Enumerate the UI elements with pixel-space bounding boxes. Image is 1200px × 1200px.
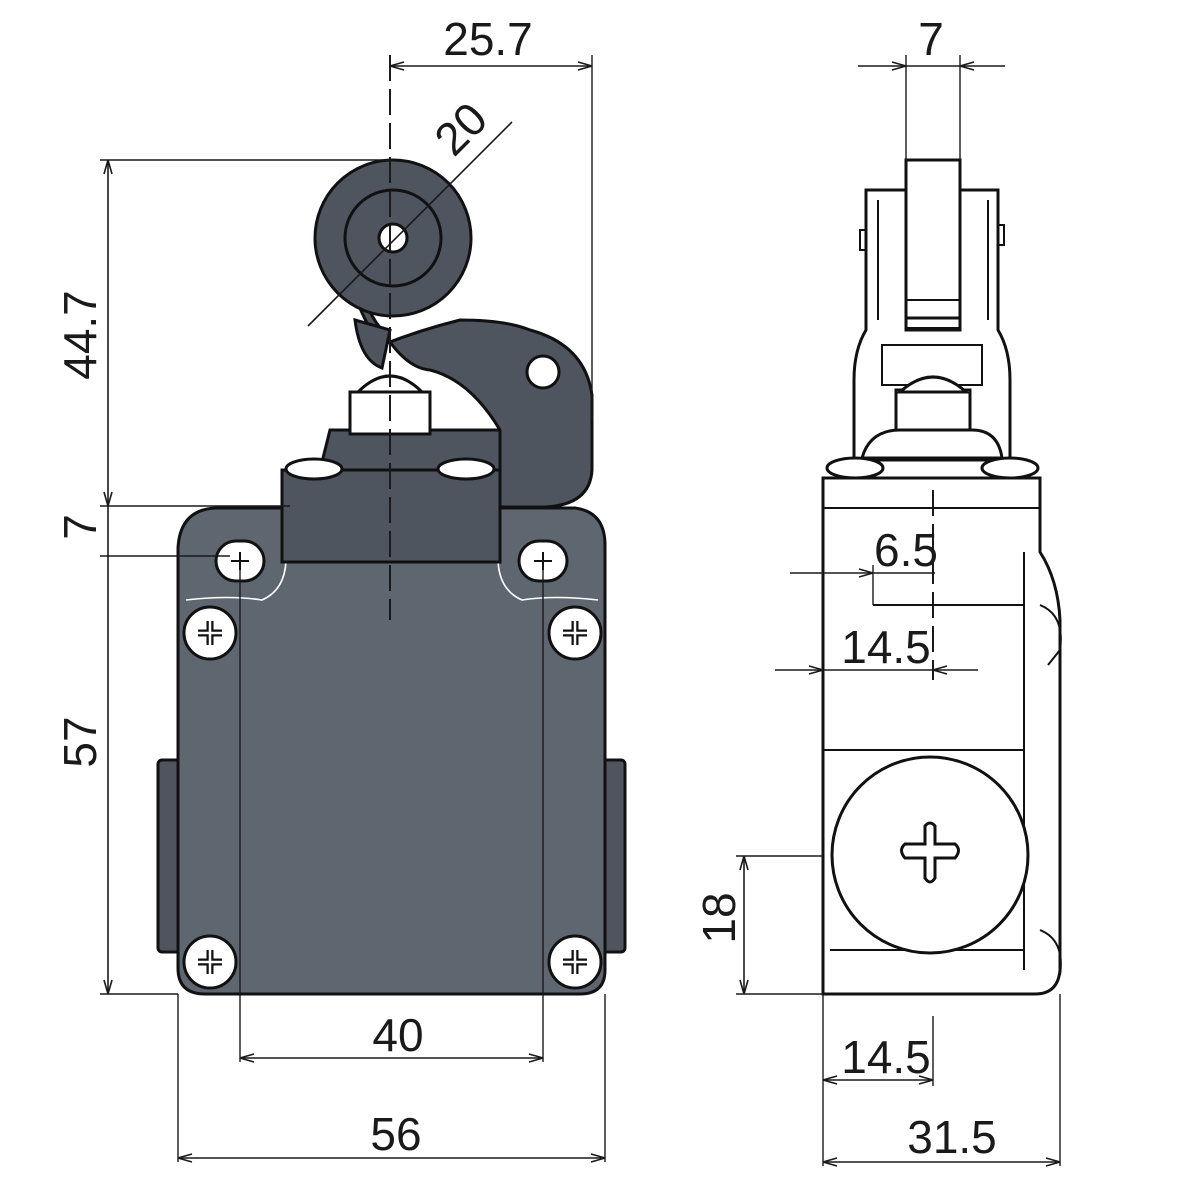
label-14-5-upper: 14.5 [841, 621, 931, 673]
dim-line-14-5-upper [775, 665, 978, 675]
cover-screw-top-left [182, 605, 238, 661]
cover-screw-bottom-left [182, 934, 238, 990]
label-40: 40 [372, 1009, 423, 1061]
side-head-base [860, 428, 1004, 460]
dim-line-6-5 [790, 568, 935, 578]
label-57: 57 [54, 716, 106, 767]
label-18: 18 [693, 892, 745, 943]
cover-screw-top-right [547, 605, 603, 661]
label-25-7: 25.7 [443, 13, 533, 65]
label-7-left: 7 [54, 514, 106, 540]
dim-line-25-7 [389, 61, 593, 71]
head-screw-left [284, 457, 344, 481]
dim-line-14-5-lower [822, 1075, 934, 1085]
side-roller [904, 158, 962, 320]
roller-axle-hole [377, 222, 409, 254]
label-14-5-lower: 14.5 [841, 1031, 931, 1083]
dim-line-18 [739, 855, 749, 995]
label-6-5: 6.5 [874, 524, 938, 576]
pivot-hole [525, 354, 561, 390]
label-56: 56 [370, 1108, 421, 1160]
dim-line-57 [103, 556, 113, 995]
lever-cam [353, 317, 392, 371]
dim-line-56 [177, 1153, 606, 1163]
dim-line-44-7 [103, 159, 113, 507]
side-view: 7 6.5 14.5 18 14.5 31.5 [693, 13, 1062, 1167]
head-screw-right [436, 457, 496, 481]
dim-line-31-5 [822, 1157, 1061, 1167]
cover-screw-bottom-right [547, 934, 603, 990]
switch-body [176, 506, 607, 996]
label-20: 20 [424, 92, 497, 165]
front-view: 25.7 20 44.7 7 57 40 56 [54, 13, 627, 1163]
dim-line-7-top [858, 61, 1005, 71]
label-44-7: 44.7 [54, 290, 106, 380]
dim-line-20 [307, 121, 513, 327]
side-cap-cross-icon [900, 821, 960, 884]
side-plunger [894, 388, 972, 434]
label-7-top: 7 [918, 13, 944, 65]
dim-line-40 [239, 1053, 544, 1063]
label-31-5: 31.5 [907, 1111, 997, 1163]
